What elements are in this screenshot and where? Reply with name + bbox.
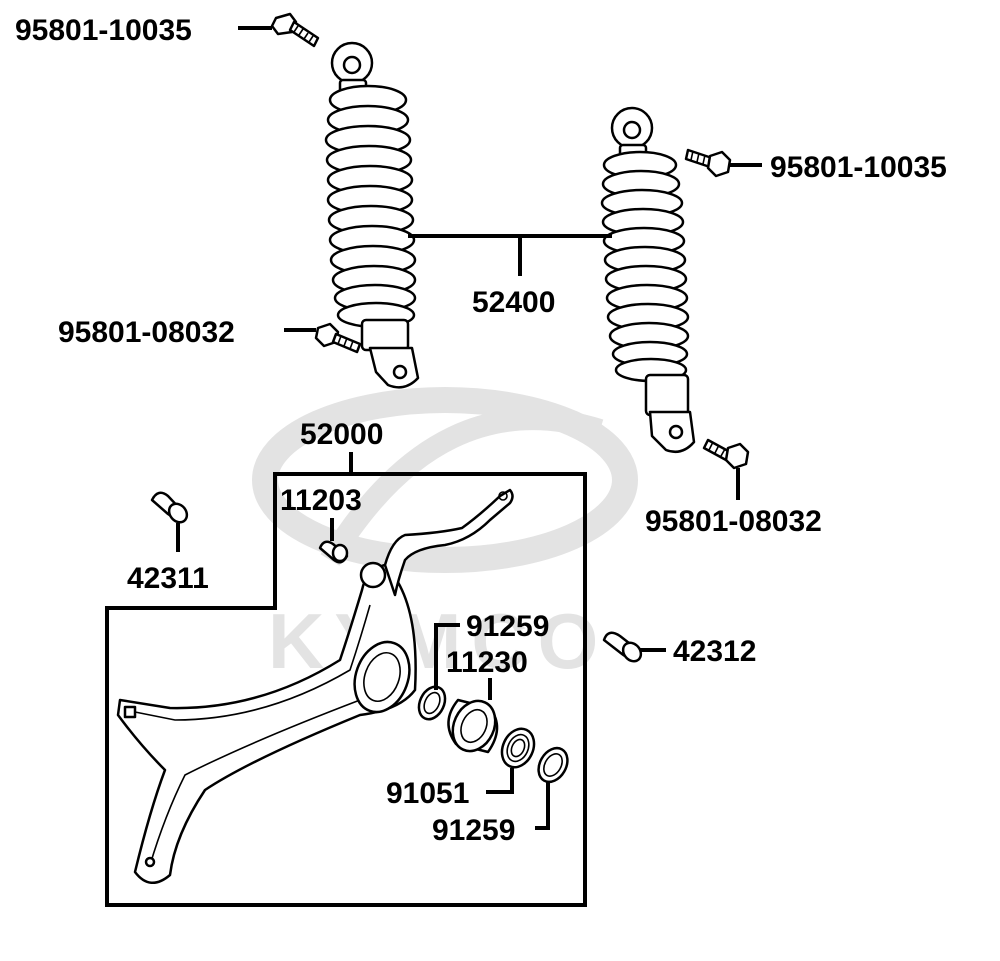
label-bolt-mid-left: 95801-08032: [58, 316, 235, 349]
oil-seal-91259-upper: [417, 685, 447, 721]
bolt-mid-left: [314, 322, 362, 354]
bolt-mid-right: [702, 438, 750, 470]
label-bolt-mid-right: 95801-08032: [645, 505, 822, 538]
swing-arm-assembly-outline: [105, 472, 587, 907]
bolt-top-left: [270, 12, 320, 48]
label-collar-11230: 11230: [446, 646, 528, 679]
collar-42312: [602, 631, 643, 663]
label-swing-arm-assy: 52000: [300, 418, 383, 451]
label-bolt-top-left: 95801-10035: [15, 14, 192, 47]
label-shock-absorber: 52400: [472, 286, 555, 319]
leader-lines: [176, 26, 762, 830]
label-bearing-91051: 91051: [386, 777, 469, 810]
oil-seal-91259-lower: [537, 746, 569, 784]
label-bolt-top-right: 95801-10035: [770, 151, 947, 184]
collar-42311: [150, 491, 189, 524]
shock-absorber-left: [324, 41, 420, 389]
label-oil-seal-upper: 91259: [466, 610, 549, 643]
swing-arm: [116, 488, 514, 884]
collar-11203: [318, 540, 349, 564]
bolt-top-right: [684, 148, 732, 178]
label-collar-11203: 11203: [280, 484, 362, 517]
label-oil-seal-lower: 91259: [432, 814, 515, 847]
label-collar-42312: 42312: [673, 635, 756, 668]
bearing-91051: [500, 727, 536, 769]
shock-absorber-right: [600, 106, 696, 453]
collar-11230: [447, 698, 499, 754]
label-collar-42311: 42311: [127, 562, 209, 595]
